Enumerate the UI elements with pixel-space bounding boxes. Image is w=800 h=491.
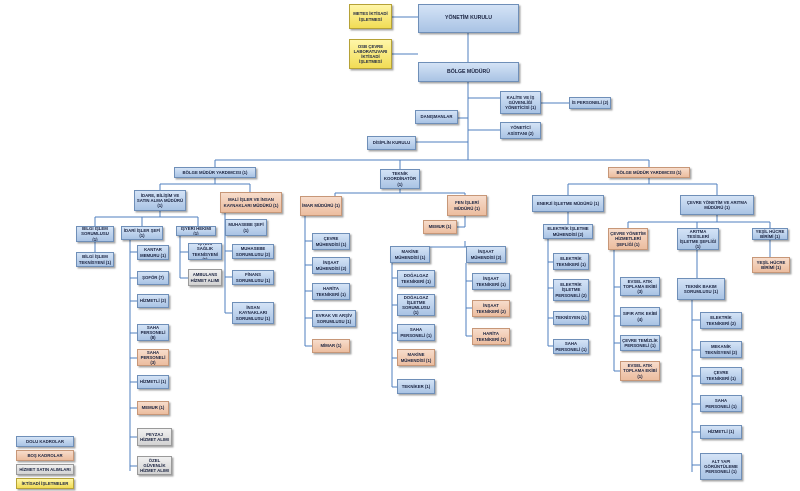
node-harita-teknikeri-imar: HARİTA TEKNİKERİ (1) (312, 283, 350, 300)
node-saha-personeli-aritma: SAHA PERSONELİ (1) (700, 395, 742, 412)
node-disiplin: DİSİPLİN KURULU (367, 136, 416, 150)
node-ozel-guvenlik: ÖZEL GÜVENLİK HİZMET ALIMI (137, 456, 172, 475)
node-teknik-koordinator: TEKNİK KOORDİNATÖR (1) (380, 169, 420, 189)
node-cevre-teknikeri: ÇEVRE TEKNİKERİ (1) (700, 367, 742, 384)
node-saha-personeli-8: SAHA PERSONELİ (8) (137, 324, 169, 341)
node-tekniker-fen: TEKNİKER (1) (397, 379, 435, 394)
node-bilgi-islem-sorumlusu: BİLGİ İŞLEM SORUMLUSU (1) (76, 226, 114, 242)
node-saha-personeli-enerji: SAHA PERSONELİ (1) (553, 339, 589, 354)
node-insaat-teknikeri-bos: İNŞAAT TEKNİKERİ (2) (472, 300, 510, 317)
node-metes: METES İKTİSADİ İŞLETMESİ (349, 4, 392, 29)
node-insaat-muhendisi-fen: İNŞAAT MÜHENDİSİ (2) (466, 246, 506, 263)
node-insaat-teknikeri: İNŞAAT TEKNİKERİ (1) (472, 273, 510, 290)
node-bmy-left: BÖLGE MÜDÜR YARDIMCISI (1) (174, 167, 256, 178)
node-hizmetli-aritma: HİZMETLİ (1) (700, 425, 742, 439)
node-imar-muduru: İMAR MÜDÜRÜ (1) (300, 196, 342, 216)
node-mali-mudur: MALİ İŞLER VE İNSAN KAYNAKLARI MÜDÜRÜ (1… (220, 192, 282, 213)
node-sofor: ŞOFÖR (7) (137, 271, 169, 285)
node-makine-muhendisi: MAKİNE MÜHENDİSİ (1) (390, 246, 430, 263)
node-cevre-aritma-muduru: ÇEVRE YÖNETİM VE ARITMA MÜDÜRÜ (1) (680, 195, 754, 215)
node-sifir-atik-ekibi: SIFIR ATIK EKİBİ (4) (620, 307, 660, 326)
node-dogalgaz-sorumlusu: DOĞALGAZ İŞLETME SORUMLUSU (1) (397, 294, 435, 316)
node-teknik-bakim: TEKNİK BAKIM SORUMLUSU (1) (677, 278, 725, 300)
node-elektrik-isletme-personeli: ELEKTRİK İŞLETME PERSONELİ (2) (553, 279, 589, 301)
node-yesil-hucre-bos: YEŞİL HÜCRE BİRİMİ (1) (752, 257, 790, 273)
node-muhasebe-sorumlusu: MUHASEBE SORUMLUSU (2) (232, 244, 274, 259)
node-elektrik-teknikeri-enerji: ELEKTRİK TEKNİKERİ (1) (553, 253, 589, 270)
node-cevre-temizlik: ÇEVRE TEMİZLİK PERSONELİ (1) (620, 335, 660, 351)
node-ik-sorumlusu: İNSAN KAYNAKLARI SORUMLUSU (1) (232, 302, 274, 324)
node-saha-personeli-fen: SAHA PERSONELİ (1) (397, 324, 435, 341)
node-is-personeli: İS PERSONELİ (2) (569, 97, 611, 109)
node-yonetim-kurulu: YÖNETİM KURULU (418, 4, 519, 33)
node-teknisyen-enerji: TEKNİSYEN (1) (553, 311, 589, 325)
node-altyapi-personeli: ALT YAPI GÖRÜNTÜLEME PERSONELİ (1) (700, 453, 742, 480)
node-finans-sorumlusu: FİNANS SORUMLUSU (1) (232, 270, 274, 285)
node-saglik-teknisyeni: İŞYERİ SAĞLIK TEKNİSYENİ (1) (188, 243, 222, 260)
node-evrak-sorumlusu: EVRAK VE ARŞİV SORUMLUSU (1) (312, 310, 356, 327)
node-cevre-muhendisi: ÇEVRE MÜHENDİSİ (1) (312, 233, 350, 250)
node-evsel-atik-sefi: EVSEL ATIK TOPLAMA EKİBİ (1) (620, 361, 660, 381)
node-bilgi-islem-teknisyeni: BİLGİ İŞLEM TEKNİSYENİ (1) (76, 252, 114, 267)
node-dogalgaz-teknikeri: DOĞALGAZ TEKNİKERİ (1) (397, 270, 435, 287)
node-hizmetli-1: HİZMETLİ (1) (137, 375, 169, 389)
node-elektrik-teknikeri-aritma: ELEKTRİK TEKNİKERİ (2) (700, 312, 742, 329)
node-hizmetli-2: HİZMETLİ (2) (137, 294, 169, 308)
node-memur-fen: MEMUR (1) (423, 220, 457, 234)
node-insaat-muhendisi-imar: İNŞAAT MÜHENDİSİ (2) (312, 257, 350, 274)
node-cevre-hizmetleri-sefligi: ÇEVRE YÖNETİM HİZMETLERİ ŞEFLİĞİ (1) (608, 228, 648, 250)
node-memur-idari: MEMUR (1) (137, 401, 169, 415)
legend-dolu: DOLU KADROLAR (16, 436, 74, 447)
node-idari-isler-sefi: İDARİ İŞLER ŞEFİ (1) (121, 226, 163, 240)
node-bolge-muduru: BÖLGE MÜDÜRÜ (418, 62, 519, 82)
node-fen-isleri-muduru: FEN İŞLERİ MÜDÜRÜ (1) (447, 195, 487, 216)
node-kantar-memuru: KANTAR MEMURU (1) (137, 245, 169, 260)
node-danismanlar: DANIŞMANLAR (415, 110, 458, 124)
node-idari-mudur: İDARE, BİLİŞİM VE SATIN ALMA MÜDÜRÜ (1) (134, 190, 186, 211)
legend-bos: BOŞ KADROLAR (16, 450, 74, 461)
legend-hizmet: HİZMET SATIN ALIMLARI (16, 464, 74, 475)
node-evsel-atik-ekibi: EVSEL ATIK TOPLAMA EKİBİ (3) (620, 277, 660, 296)
node-yonetici-asistani: YÖNETİCİ ASİSTANI (2) (500, 122, 541, 139)
node-yesil-hucre: YEŞİL HÜCRE BİRİMİ (1) (752, 228, 788, 240)
node-makine-muhendisi-bos: MAKİNE MÜHENDİSİ (1) (397, 349, 435, 366)
node-aritma-sefligi: ARITMA TESİSLERİ İŞLETME ŞEFLİĞİ (1) (677, 228, 719, 250)
node-harita-teknikeri-fen: HARİTA TEKNİKERİ (1) (472, 328, 510, 345)
node-ambulans: AMBULANS HİZMET ALIMI (188, 269, 222, 286)
node-enerji-muduru: ENERJİ İŞLETME MÜDÜRÜ (1) (532, 195, 604, 212)
node-osb-lab: OSB ÇEVRE LABORATUVARI İKTİSADİ İŞLETMES… (349, 39, 392, 69)
node-mekanik-teknisyeni: MEKANİK TEKNİSYENİ (2) (700, 341, 742, 358)
node-elektrik-muhendisi: ELEKTRİK İŞLETME MÜHENDİSİ (2) (543, 224, 593, 239)
legend-iktisadi: İKTİSADİ İŞLETMELER (16, 478, 74, 489)
node-bmy-right: BÖLGE MÜDÜR YARDIMCISI (1) (608, 167, 690, 178)
node-peyzaj: PEYZAJ HİZMET ALIMI (137, 428, 172, 446)
node-isyeri-hekimi: İŞYERİ HEKİMİ (1) (176, 226, 216, 236)
node-mimar: MİMAR (1) (312, 339, 350, 353)
node-saha-personeli-3: SAHA PERSONELİ (3) (137, 349, 169, 366)
node-kalite: KALİTE VE İŞ GÜVENLİĞİ YÖNETİCİSİ (1) (500, 91, 541, 114)
node-muhasebe-sefi: MUHASEBE ŞEFİ (1) (225, 219, 267, 236)
